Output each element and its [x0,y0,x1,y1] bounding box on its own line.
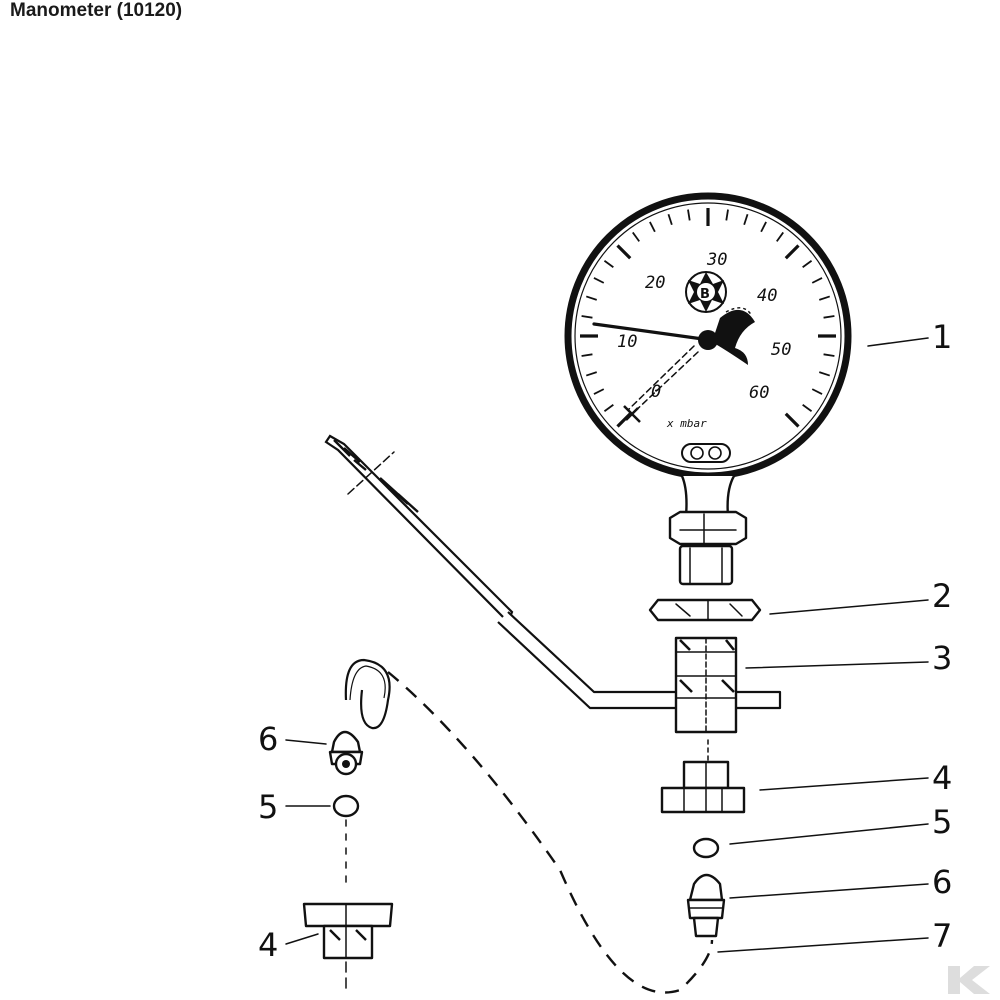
page-title: Manometer (10120) [10,0,183,21]
gauge-tick [603,260,614,268]
gauge-zero-mark [623,405,641,423]
callout-6-right: 6 [932,863,952,901]
callout-leaders [285,337,929,953]
part-2-sealing-washer [648,598,762,622]
scale-label-30: 30 [706,250,727,270]
gauge-tick [581,353,593,357]
gauge-tick [811,277,823,284]
gauge-tick [603,404,614,412]
gauge-thread [678,544,734,586]
gauge-tick [593,388,605,395]
gauge-reference-line [627,345,695,411]
scale-label-0: 0 [651,382,661,402]
gauge-tick [725,209,729,221]
callout-1: 1 [932,318,952,356]
gauge-tick [784,412,800,428]
gauge-tick [811,388,823,395]
callout-4-left: 4 [258,926,278,964]
scale-label-60: 60 [749,383,769,403]
callout-4-right: 4 [932,759,952,797]
callout-6-left: 6 [258,720,278,758]
gauge-tick [687,209,691,221]
part-7-hose [344,658,714,994]
callout-3: 3 [932,639,952,677]
gauge-needle [592,322,712,342]
gauge-tick [802,404,813,412]
gauge-maker-badge [681,443,731,463]
bracket-rod [324,434,514,624]
callout-5-left: 5 [258,788,278,826]
gauge-tick [616,244,632,260]
gauge-logo-letter: B [700,287,710,302]
part-6-grease-nipple-left [328,730,364,776]
gauge-tick [784,244,800,260]
part-6-grease-nipple-right [686,873,726,938]
gauge-stem [668,475,748,586]
gauge-tick [616,412,632,428]
brand-watermark-icon [948,966,990,994]
scale-label-50: 50 [771,340,791,360]
gauge-tick [818,295,831,301]
callout-7: 7 [932,917,952,955]
gauge-ticks [580,208,836,428]
gauge-needle-hub [698,330,718,350]
gauge-tick [632,231,640,242]
gauge-tick [802,260,813,268]
pressure-gauge: 0 10 20 30 40 50 60 x mbar B [564,192,852,480]
gauge-tick [649,221,656,233]
callout-5-right: 5 [932,803,952,841]
scale-label-40: 40 [757,286,777,306]
gauge-hex-nut [668,510,748,546]
gauge-tick [823,315,835,319]
gauge-tick [593,277,605,284]
gauge-tick [760,221,767,233]
part-4-adapter-left [302,902,394,993]
gauge-face [574,202,842,470]
gauge-tick [667,213,673,226]
gauge-tick [581,315,593,319]
gauge-tick [585,371,598,377]
gauge-tick [823,353,835,357]
part-4-adapter-right [660,739,746,814]
gauge-tick [585,295,598,301]
callout-2: 2 [932,577,952,615]
gauge-mechanism [712,309,755,365]
part-3-coupling-bracket [324,434,782,734]
gauge-tick [776,231,784,242]
part-5-ball-left [332,794,360,818]
gauge-tick [818,371,831,377]
scale-label-10: 10 [617,332,637,352]
part-5-ball-right [692,837,720,859]
gauge-logo-icon: B [685,271,727,313]
gauge-tick [743,213,749,226]
scale-label-20: 20 [645,273,665,293]
gauge-unit-label: x mbar [666,417,707,430]
